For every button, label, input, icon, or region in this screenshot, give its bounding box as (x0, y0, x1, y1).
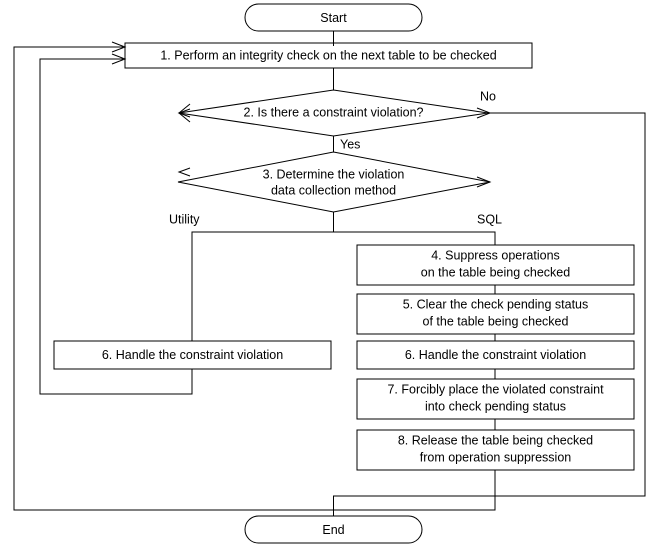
node-step8: 8. Release the table being checked from … (356, 429, 635, 471)
node-start-label: Start (320, 11, 347, 25)
arrowhead-step3-left (177, 167, 191, 177)
node-step6-utility-label: 6. Handle the constraint violation (102, 348, 283, 362)
node-step5: 5. Clear the check pending status of the… (356, 293, 635, 335)
connector-step6-utility-loop-to-step1 (39, 58, 193, 395)
node-step6-utility: 6. Handle the constraint violation (53, 340, 332, 370)
node-step6-sql: 6. Handle the constraint violation (356, 340, 635, 370)
node-step2: 2. Is there a constraint violation? (178, 89, 489, 137)
node-step8-label-line1: 8. Release the table being checked (398, 433, 593, 447)
node-step5-label-line2: of the table being checked (423, 314, 569, 328)
node-step4-label-line1: 4. Suppress operations (431, 248, 560, 262)
edge-label-no: No (480, 89, 496, 103)
edge-label-utility: Utility (169, 212, 200, 226)
connector-step3-utility (191, 231, 334, 341)
node-step7-label-line2: into check pending status (425, 399, 566, 413)
node-step3-label-line2: data collection method (271, 183, 396, 197)
connector-step8-loop-to-step1 (13, 46, 496, 511)
arrowhead-no-line (476, 107, 492, 119)
node-step3-label-line1: 3. Determine the violation (263, 167, 405, 181)
node-step8-label-line2: from operation suppression (420, 450, 572, 464)
edge-label-sql: SQL (477, 212, 502, 226)
node-step3: 3. Determine the violation data collecti… (177, 151, 491, 213)
node-step1-label: 1. Perform an integrity check on the nex… (160, 48, 496, 62)
connector-step2-no (333, 112, 646, 516)
node-end: End (244, 515, 423, 544)
node-start: Start (244, 3, 423, 32)
edge-label-yes: Yes (340, 137, 360, 151)
node-step6-sql-label: 6. Handle the constraint violation (405, 348, 586, 362)
node-step7: 7. Forcibly place the violated constrain… (356, 378, 635, 420)
node-step7-label-line1: 7. Forcibly place the violated constrain… (387, 382, 604, 396)
node-step1: 1. Perform an integrity check on the nex… (124, 42, 533, 69)
node-step2-label: 2. Is there a constraint violation? (244, 105, 424, 119)
connector-step3-sql (333, 231, 496, 245)
node-step4: 4. Suppress operations on the table bein… (356, 244, 635, 286)
node-step5-label-line1: 5. Clear the check pending status (403, 297, 589, 311)
node-end-label: End (322, 523, 344, 537)
node-step4-label-line2: on the table being checked (421, 265, 570, 279)
